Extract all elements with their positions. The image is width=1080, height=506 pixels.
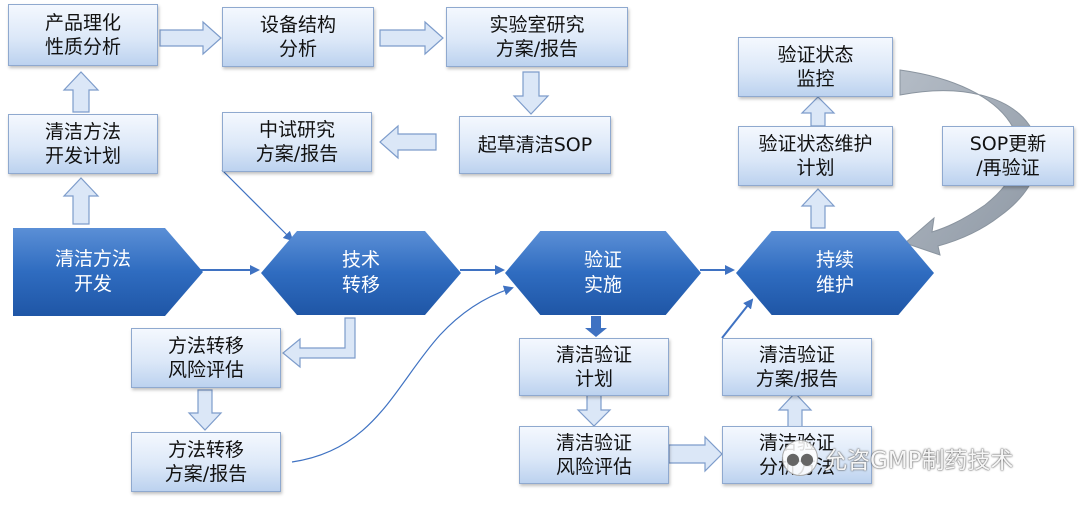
node-status-plan: 验证状态维护 计划 — [738, 126, 893, 186]
arrow-lab-to-sop — [512, 71, 550, 115]
line-protocol-to-maint — [721, 298, 754, 339]
arrow-exec-to-valplan — [585, 316, 607, 337]
node-dev-plan: 清洁方法 开发计划 — [8, 114, 158, 174]
arrow-risk-to-analysis — [668, 435, 723, 473]
stage-tech-transfer: 技术 转移 — [261, 231, 461, 315]
arrow-maint-to-statusplan — [800, 188, 836, 229]
node-draft-sop: 起草清洁SOP — [459, 116, 611, 174]
arrow-analysis-to-protocol — [777, 392, 813, 429]
watermark-text: 允咨GMP制药技术 — [824, 448, 1014, 474]
watermark: ●● 允咨GMP制药技术 — [782, 440, 1014, 476]
node-product-properties: 产品理化 性质分析 — [8, 4, 158, 66]
wechat-icon: ●● — [782, 440, 818, 476]
arrow-equipment-to-lab — [379, 20, 444, 56]
node-val-plan: 清洁验证 计划 — [519, 338, 669, 396]
curve-report-to-exec — [291, 285, 514, 463]
node-pilot-study: 中试研究 方案/报告 — [222, 112, 372, 172]
stage-continuous-maint: 持续 维护 — [736, 231, 934, 315]
arrow-sop-to-pilot — [379, 124, 437, 160]
arrow-transfer-to-risk — [282, 317, 356, 369]
stage-method-dev: 清洁方法 开发 — [13, 228, 203, 316]
stage-validation-exec: 验证 实施 — [505, 231, 701, 315]
arrow-product-to-equipment — [159, 20, 222, 56]
node-lab-study: 实验室研究 方案/报告 — [446, 7, 628, 67]
node-val-risk: 清洁验证 风险评估 — [519, 426, 669, 484]
arrow-risk-to-report — [187, 389, 223, 431]
node-val-protocol: 清洁验证 方案/报告 — [722, 338, 872, 396]
node-sop-update: SOP更新 /再验证 — [942, 126, 1074, 186]
arrow-dev-to-plan — [62, 177, 100, 225]
line-pilot-to-transfer — [221, 169, 294, 242]
node-transfer-report: 方法转移 方案/报告 — [131, 432, 281, 492]
arrow-valplan-to-risk — [576, 393, 612, 427]
node-transfer-risk: 方法转移 风险评估 — [131, 328, 281, 388]
arrow-plan-to-product — [62, 71, 100, 113]
node-equipment-structure: 设备结构 分析 — [222, 7, 374, 67]
arrow-statusplan-to-monitor — [800, 96, 836, 127]
node-status-monitor: 验证状态 监控 — [738, 37, 893, 97]
